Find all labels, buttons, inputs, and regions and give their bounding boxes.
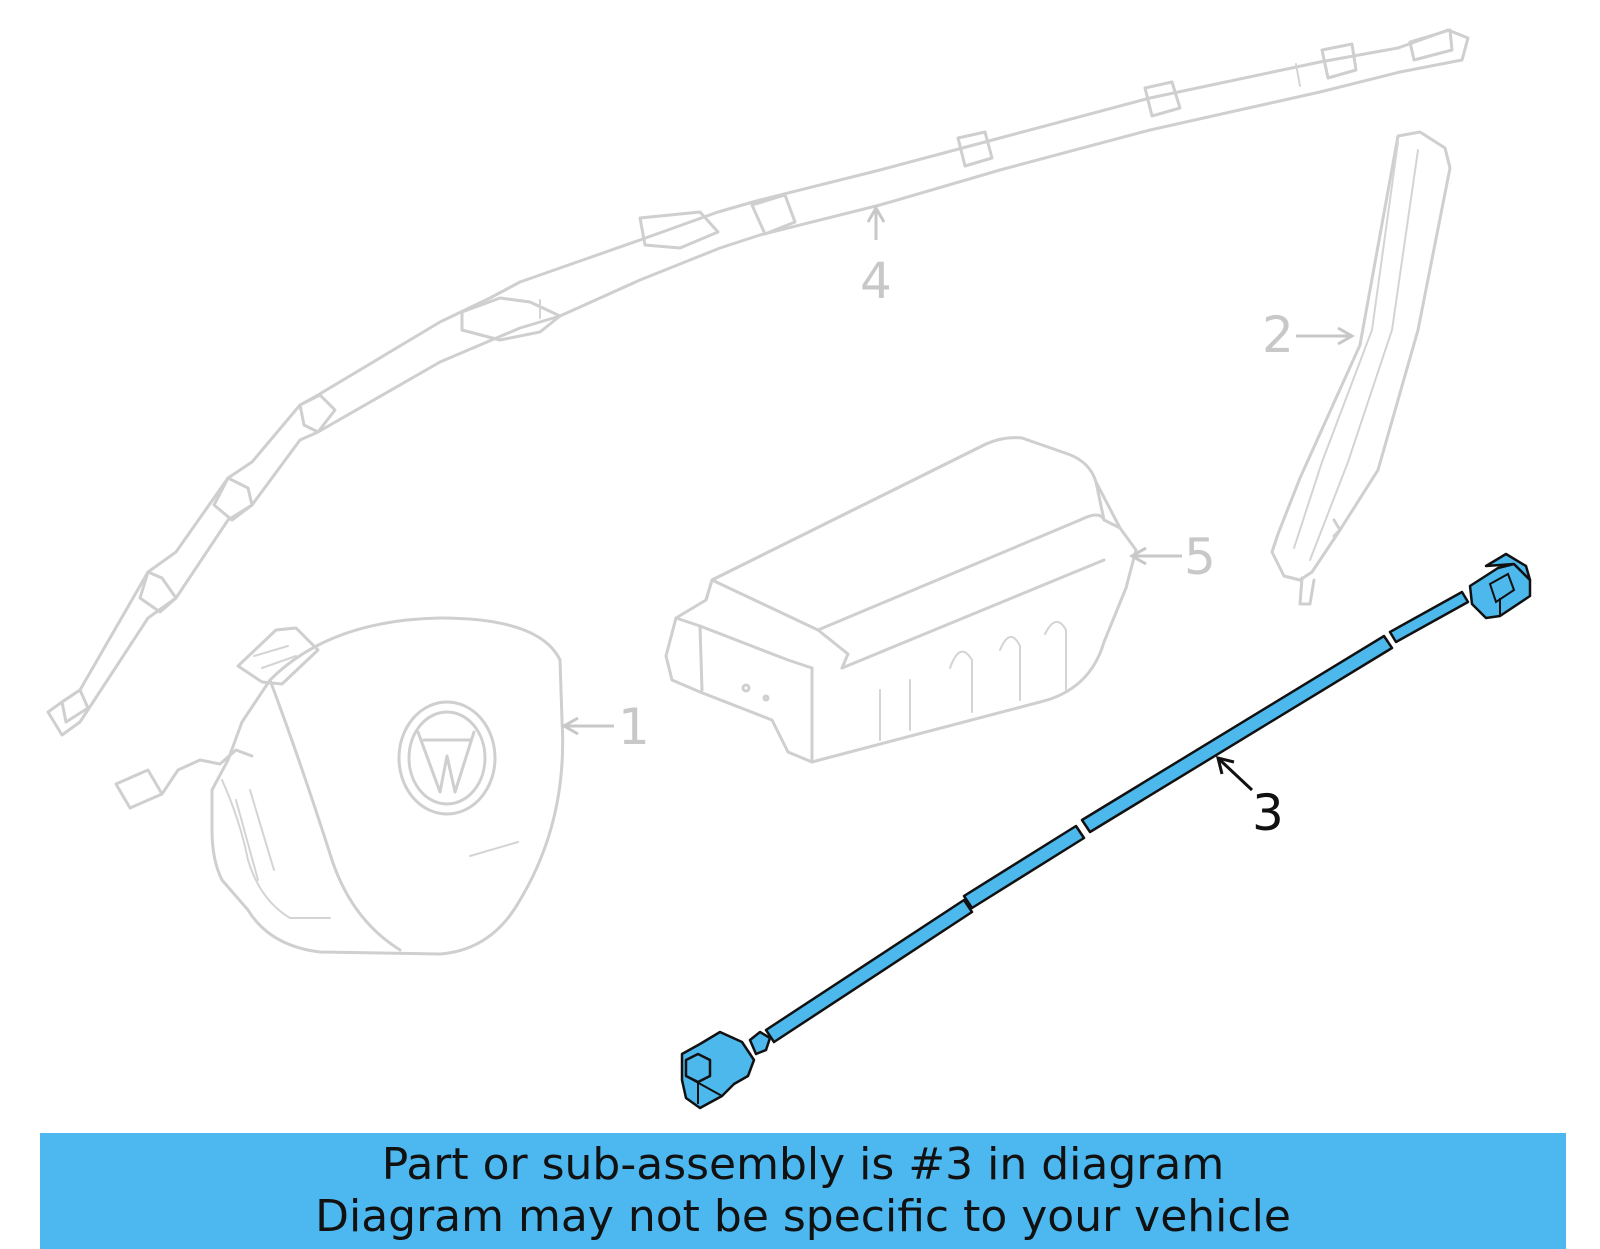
callout-4-label: 4 (860, 252, 892, 310)
part-3-wiring-harness (680, 552, 1532, 1110)
callout-1-label: 1 (618, 698, 650, 756)
callout-3-label: 3 (1252, 784, 1284, 842)
part-5-passenger-airbag (664, 436, 1138, 764)
leader-lines (560, 204, 1356, 792)
callout-labels: 1 2 3 4 5 (618, 252, 1294, 842)
part-2-side-airbag (1270, 130, 1452, 606)
caption-line-2: Diagram may not be specific to your vehi… (315, 1191, 1291, 1242)
part-1-driver-airbag (114, 616, 565, 956)
caption-line-1: Part or sub-assembly is #3 in diagram (381, 1139, 1225, 1190)
callout-2-label: 2 (1262, 306, 1294, 364)
caption-banner: Part or sub-assembly is #3 in diagram Di… (40, 1133, 1566, 1249)
part-4-curtain-airbag (46, 28, 1470, 737)
callout-5-label: 5 (1184, 528, 1216, 586)
